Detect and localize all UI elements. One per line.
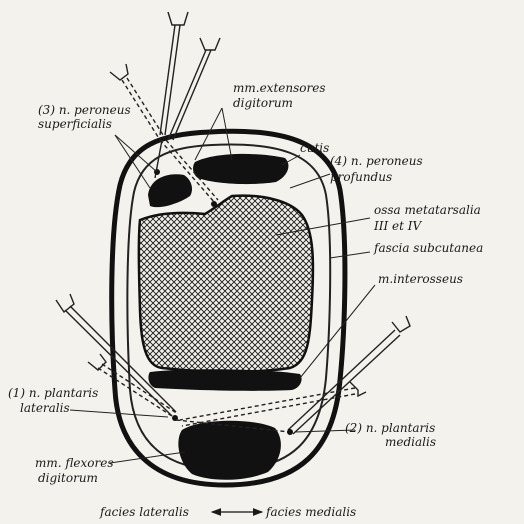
label-ossa-metatarsalia: ossa metatarsalia bbox=[374, 203, 481, 217]
label-flexores: mm. flexores bbox=[35, 456, 113, 470]
label-plantaris-medialis: (2) n. plantaris bbox=[345, 421, 435, 435]
label-extensores: mm.extensores bbox=[233, 81, 325, 95]
label-fascia-subcutanea: fascia subcutanea bbox=[373, 241, 483, 255]
extensor-muscle-right bbox=[193, 154, 288, 184]
label-plantaris-lateralis: (1) n. plantaris bbox=[8, 386, 98, 400]
label-facies-lateralis: facies lateralis bbox=[99, 505, 189, 519]
label-flexores-2: digitorum bbox=[38, 471, 98, 485]
label-ossa-metatarsalia-2: III et IV bbox=[373, 219, 423, 233]
nerve-plantaris-medialis bbox=[287, 429, 293, 435]
label-peroneus-superficialis: (3) n. peroneus bbox=[38, 103, 131, 117]
label-extensores-2: digitorum bbox=[233, 96, 293, 110]
metatarsal-bones bbox=[139, 196, 313, 372]
label-facies-medialis: facies medialis bbox=[265, 505, 356, 519]
label-cutis: cutis bbox=[300, 141, 329, 155]
flexor-muscle bbox=[178, 421, 281, 480]
interosseus-muscle bbox=[148, 369, 301, 391]
label-peroneus-profundus-2: profundus bbox=[330, 170, 392, 184]
label-peroneus-superficialis-2: superficialis bbox=[38, 117, 112, 131]
label-plantaris-lateralis-2: lateralis bbox=[20, 401, 70, 415]
label-plantaris-medialis-2: medialis bbox=[385, 435, 436, 449]
nerve-peroneus-profundus bbox=[211, 201, 217, 207]
extensor-muscle-left bbox=[148, 174, 192, 207]
label-interosseus: m.interosseus bbox=[378, 272, 463, 286]
label-peroneus-profundus: (4) n. peroneus bbox=[330, 154, 423, 168]
